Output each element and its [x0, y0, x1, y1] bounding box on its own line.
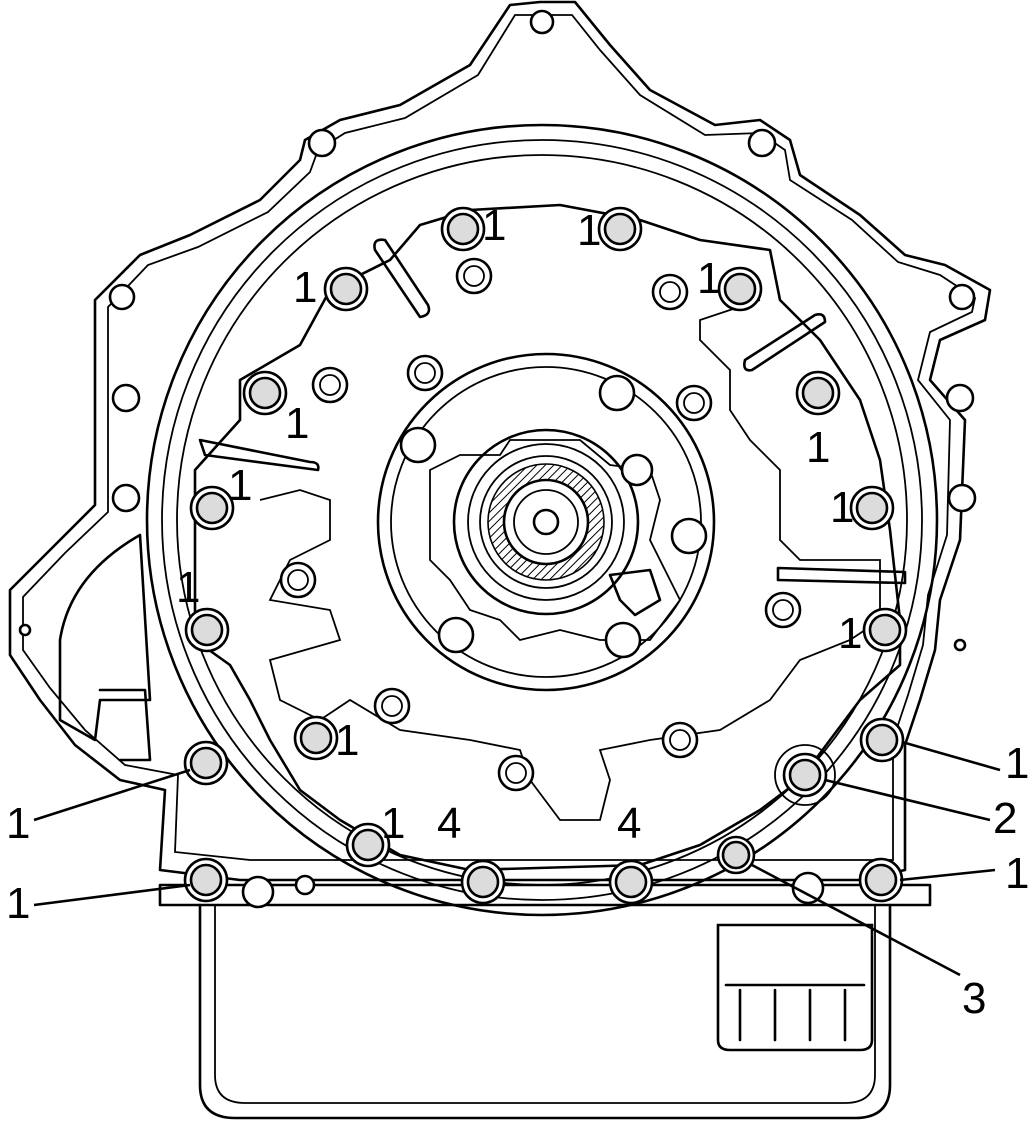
bolt-1	[717, 266, 763, 312]
callout-c16: 1	[6, 879, 30, 928]
callout-c9: 1	[176, 563, 200, 612]
callout-c22: 4	[617, 799, 641, 848]
bolt-3	[716, 835, 756, 875]
bolt-1	[862, 607, 908, 653]
pump-hub	[376, 352, 716, 692]
leader-lines	[33, 740, 1001, 977]
bolt-1	[858, 857, 904, 903]
callout-c10: 1	[838, 609, 862, 658]
bolt-1	[242, 370, 288, 416]
oil-filter	[716, 923, 874, 1052]
bolt-1	[189, 485, 235, 531]
callout-c8: 1	[830, 483, 854, 532]
callout-c14: 1	[381, 799, 405, 848]
callout-c11: 1	[335, 716, 359, 765]
callout-c2: 1	[577, 206, 601, 255]
bolt-1	[183, 740, 229, 786]
callout-c3: 1	[293, 263, 317, 312]
bolt-4	[460, 859, 506, 905]
callout-c1: 1	[482, 201, 506, 250]
callout-c12: 1	[1005, 739, 1029, 788]
bolt-1	[293, 715, 339, 761]
bolt-4	[608, 859, 654, 905]
callout-c6: 1	[806, 423, 830, 472]
callout-c21: 4	[437, 799, 461, 848]
callout-c19: 2	[993, 794, 1017, 843]
plain-holes	[279, 257, 802, 792]
bolt-1	[183, 857, 229, 903]
bolt-1	[323, 266, 369, 312]
bolt-1	[795, 370, 841, 416]
callout-c20: 3	[962, 974, 986, 1023]
bolt-1	[440, 206, 486, 252]
callout-c15: 1	[1005, 849, 1029, 898]
bolt-1	[859, 717, 905, 763]
bolt-1	[345, 822, 391, 868]
numbered-bolts	[183, 206, 908, 905]
bolt-1	[184, 607, 230, 653]
bell-housing	[8, 0, 992, 909]
bolt-1	[849, 485, 895, 531]
bolt-1	[597, 206, 643, 252]
callout-labels: 1 1 1 1 1 1 1 1 1 1 1 1 1 1 1 1 1 1 2 3 …	[6, 201, 1029, 1023]
bolt-2	[774, 744, 836, 806]
callout-c4: 1	[697, 254, 721, 303]
callout-c13: 1	[6, 799, 30, 848]
callout-c7: 1	[228, 461, 252, 510]
oil-pan	[158, 883, 932, 1120]
callout-c5: 1	[285, 399, 309, 448]
